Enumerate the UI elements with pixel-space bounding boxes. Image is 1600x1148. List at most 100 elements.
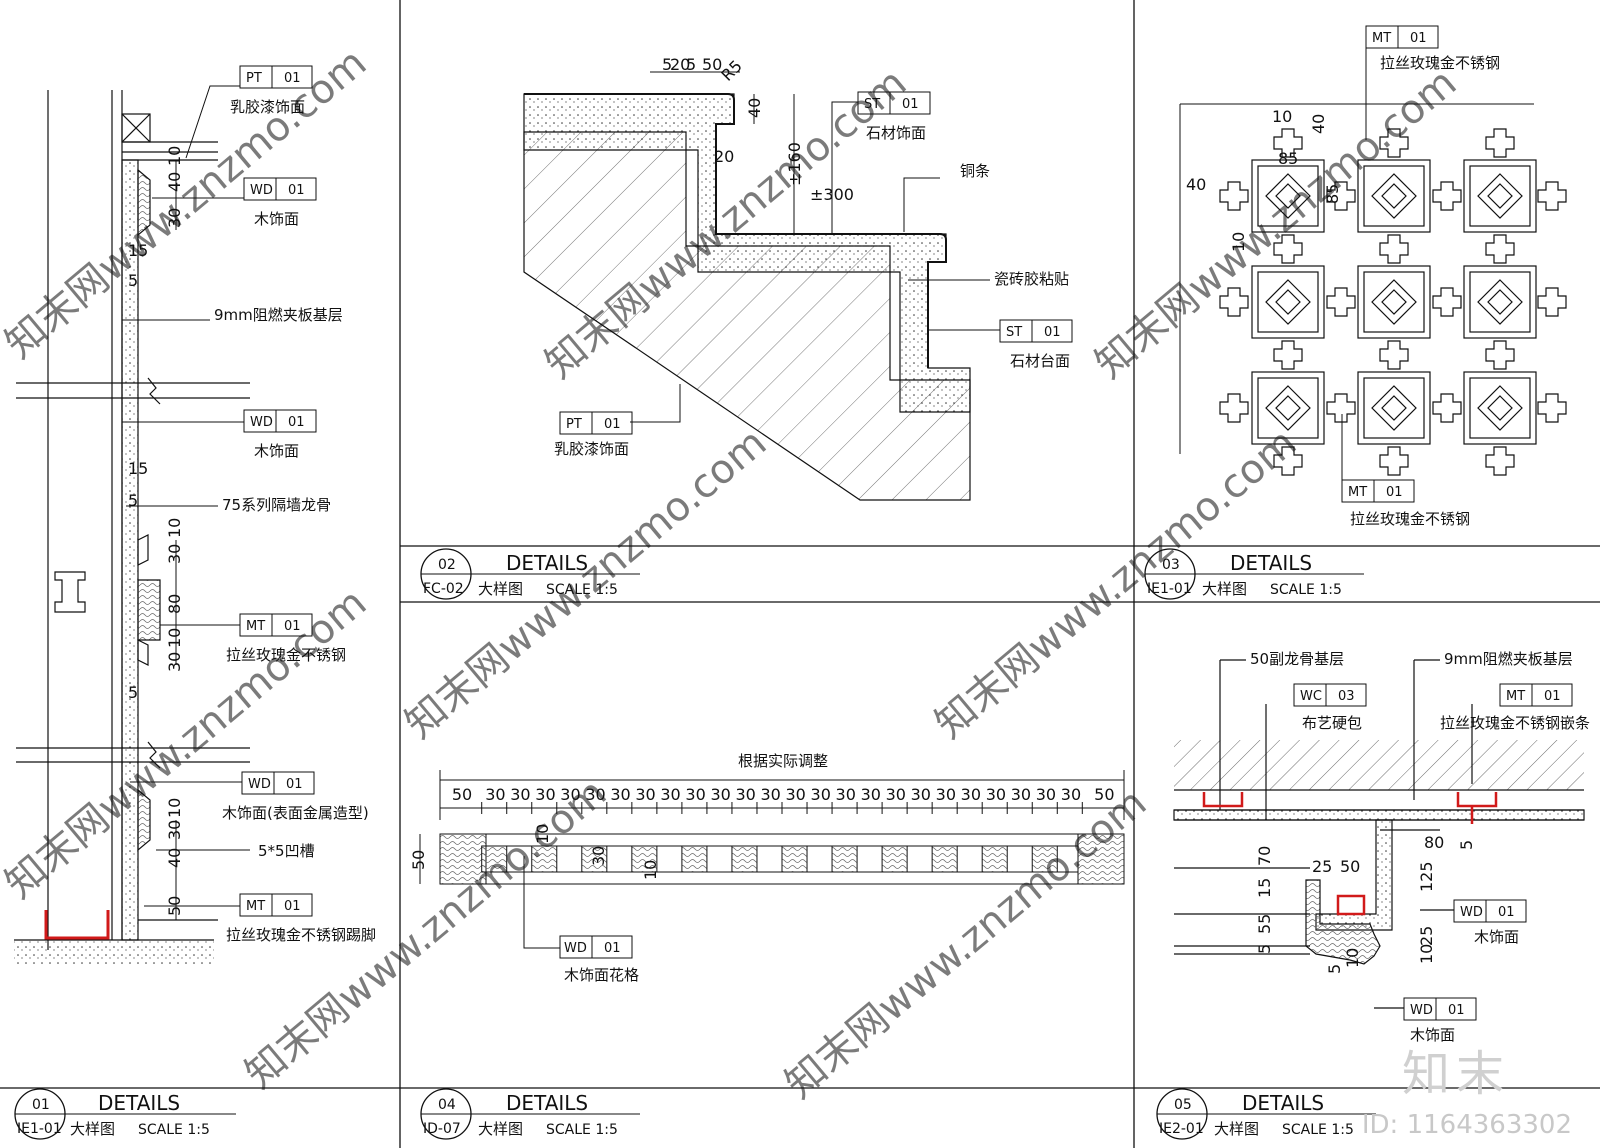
dim-text: 55 [1255,914,1274,934]
lattice-connector [1485,446,1515,476]
image-id-label: ID: 1164363302 [1361,1110,1572,1140]
dim-text: 30 [165,820,184,840]
callout-code: ST [864,97,880,112]
title-scale: SCALE 1:5 [546,582,618,598]
dim-text: 40 [745,98,764,118]
title-number: 03 [1162,557,1180,573]
note-text: 75系列隔墙龙骨 [222,496,331,514]
lattice-connector [1379,446,1409,476]
dim-text: 25 [1417,926,1436,946]
callout-num: 01 [1044,325,1061,340]
callout-label: 拉丝玫瑰金不锈钢踢脚 [226,926,376,944]
lattice-cell [1357,159,1431,233]
dim-text: 15 [128,241,148,260]
detail-01: 40 10 30 15 5 15 5 30 10 80 10 30 5 30 1… [14,65,376,964]
dim-text: 5 [128,491,138,510]
dim-text: 80 [165,594,184,614]
lattice-cell [1251,159,1325,233]
lattice-connector [1379,234,1409,264]
dim-text: 15 [1255,878,1274,898]
callout-code: PT [566,417,582,432]
callout-label: 拉丝玫瑰金不锈钢 [226,646,346,664]
lattice-block [681,845,708,873]
dim-text: 10 [165,518,184,538]
callout-num: 01 [284,899,301,914]
dim-text: 30 [811,785,831,804]
callout-num: 01 [288,415,305,430]
callout-label: 石材台面 [1010,352,1070,370]
lattice-connector [1326,181,1356,211]
watermark: 知末网www.znzmo.com [0,580,375,908]
skirting-profile [44,910,110,940]
title-scale: SCALE 1:5 [1270,582,1342,598]
callout-num: 01 [604,417,621,432]
title-block-05: 05 IE2-01 DETAILS 大样图 SCALE 1:5 [1156,1088,1376,1140]
title-ref: IE1-01 [17,1121,62,1137]
lattice-cell [1357,371,1431,445]
lattice-cell [1251,265,1325,339]
callout-num: 01 [1448,1003,1465,1018]
lattice-connector [1432,287,1462,317]
lattice-cell [1463,265,1537,339]
callout-code: MT [246,899,265,914]
lattice-connector [1326,393,1356,423]
callout-label: 拉丝玫瑰金不锈钢嵌条 [1440,714,1590,732]
dim-text: 70 [1255,846,1274,866]
lattice-blocks [481,845,1058,873]
lattice-connector [1219,287,1249,317]
callout-num: 01 [1386,485,1403,500]
lattice-block [481,845,508,873]
dim-text: 5 [662,55,672,74]
callout-num: 01 [902,97,919,112]
callout-label: 木饰面 [1474,928,1519,946]
dim-text: ±300 [810,185,854,204]
dim-text: 30 [1061,785,1081,804]
lattice-connector [1537,287,1567,317]
title-subtitle: 大样图 [478,1120,523,1138]
dim-text: 30 [585,785,605,804]
dim-text: 5 [128,683,138,702]
dim-text: 40 [165,848,184,868]
callout-code: WD [250,415,273,430]
title-text: DETAILS [1230,551,1312,575]
dim-text: 50 [702,55,722,74]
note-text: 9mm阻燃夹板基层 [1444,650,1573,668]
lattice-connector [1537,181,1567,211]
lattice-block [731,845,758,873]
lattice-block [931,845,958,873]
lattice-connector [1432,393,1462,423]
dim-text: 30 [635,785,655,804]
watermark: 知末网www.znzmo.com [777,780,1155,1108]
dim-text: 30 [786,785,806,804]
title-ref: IE1-01 [1147,581,1192,597]
dim-text: 5 [1457,840,1476,850]
callout-label: 木饰面 [254,210,299,228]
dim-text: 5 [686,55,696,74]
lattice-connector [1485,340,1515,370]
dim-text: 30 [986,785,1006,804]
dim-text: 30 [760,785,780,804]
callout-code: MT [1348,485,1367,500]
dim-text: 20 [670,55,690,74]
dim-text: 10 [1229,232,1248,252]
callout-code: WD [1460,905,1483,920]
title-subtitle: 大样图 [70,1120,115,1138]
dim-text: 30 [485,785,505,804]
title-text: DETAILS [506,1091,588,1115]
dim-text: 40 [1309,114,1328,134]
lattice-block [831,845,858,873]
lattice-block [581,845,608,873]
brand-logo: 知末 [1401,1046,1510,1102]
callout-num: 01 [286,777,303,792]
callout-code: WD [248,777,271,792]
callout-code: WD [250,183,273,198]
lattice-connector [1273,340,1303,370]
dim-text: 30 [911,785,931,804]
lattice-block [781,845,808,873]
dim-text: 5 [1255,944,1274,954]
watermark: 知末网www.znzmo.com [927,420,1305,748]
dim-text: 10 [1343,948,1362,968]
lattice-connector [1379,128,1409,158]
